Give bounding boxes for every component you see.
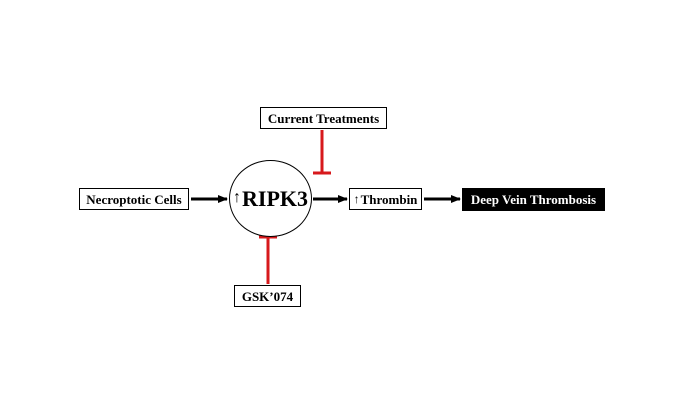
inhibition-current-treatments <box>313 130 331 175</box>
deep-vein-thrombosis-box: Deep Vein Thrombosis <box>462 188 605 211</box>
thrombin-box: ↑Thrombin <box>349 188 422 210</box>
necroptotic-cells-box: Necroptotic Cells <box>79 188 189 210</box>
ripk3-node: ↑RIPK3 <box>229 160 312 237</box>
inhibition-gsk074 <box>259 235 277 284</box>
gsk074-box: GSK’074 <box>234 285 301 307</box>
deep-vein-thrombosis-label: Deep Vein Thrombosis <box>470 192 597 207</box>
ripk3-label: RIPK3 <box>242 185 308 211</box>
gsk074-label: GSK’074 <box>241 288 294 304</box>
necroptotic-cells-label: Necroptotic Cells <box>86 191 182 207</box>
thrombin-label: Thrombin <box>360 191 418 207</box>
current-treatments-label: Current Treatments <box>267 110 380 126</box>
increase-arrow-icon: ↑ <box>233 188 241 206</box>
current-treatments-box: Current Treatments <box>260 107 387 129</box>
increase-arrow-icon: ↑ <box>353 192 360 206</box>
